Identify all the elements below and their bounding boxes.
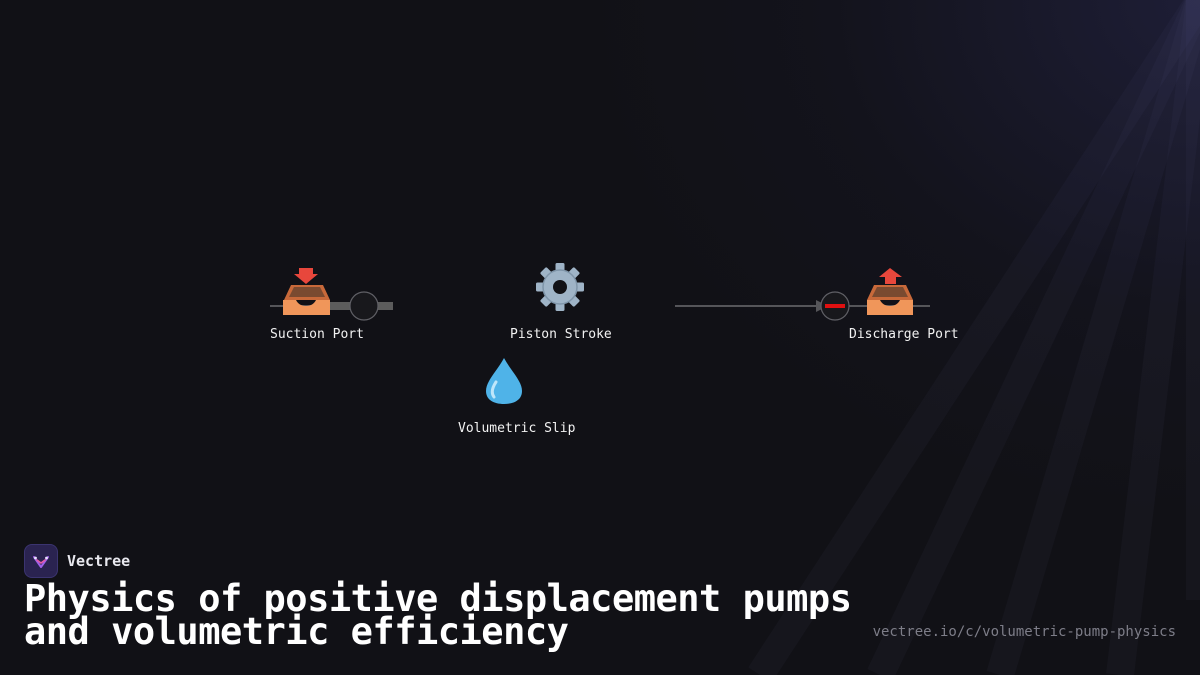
volumetric-slip-label: Volumetric Slip (458, 421, 576, 436)
source-url[interactable]: vectree.io/c/volumetric-pump-physics (872, 624, 1176, 640)
vectree-logo-icon (24, 544, 58, 578)
discharge-port-label: Discharge Port (849, 327, 959, 342)
suction-valve (349, 291, 379, 321)
gear-icon (536, 263, 584, 311)
brand-name: Vectree (67, 552, 131, 570)
discharge-valve-marker (825, 304, 845, 308)
piston-stroke-label: Piston Stroke (510, 327, 612, 342)
suction-port-label: Suction Port (270, 327, 364, 342)
outbox-up-arrow-icon (867, 268, 913, 315)
water-drop-icon (486, 358, 522, 404)
brand: Vectree (24, 544, 130, 578)
inbox-down-arrow-icon (283, 268, 330, 315)
page-title: Physics of positive displacement pumps a… (24, 577, 852, 653)
